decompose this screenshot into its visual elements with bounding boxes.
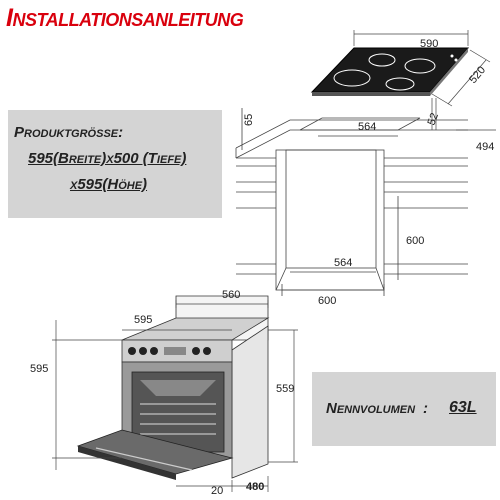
- hob-illustration: [310, 47, 470, 96]
- counter-depth-label: 494: [476, 141, 494, 153]
- product-size-line2: x595(Höhe): [70, 176, 148, 193]
- gap-label: 65: [243, 114, 255, 126]
- volume-value: 63L: [449, 399, 477, 416]
- volume-colon: :: [423, 400, 428, 417]
- oven-depth-label: 560: [222, 289, 240, 301]
- product-size-panel: [8, 110, 222, 218]
- oven-front-width-label: 595: [134, 314, 152, 326]
- oven-height-label: 595: [30, 363, 48, 375]
- hob-width-label: 590: [420, 38, 438, 50]
- page-title: Installationsanleitung: [6, 4, 244, 32]
- hob-height-label: 52: [426, 111, 441, 127]
- cabinet-inner-width-label: 564: [334, 257, 352, 269]
- cutout-width-label: 564: [358, 121, 376, 133]
- oven-illustration: [76, 295, 270, 480]
- volume-panel: [312, 372, 496, 446]
- hob-depth-label: 520: [467, 64, 488, 86]
- cabinet-outer-width-label: 600: [318, 295, 336, 307]
- oven-body-height-label: 559: [276, 383, 294, 395]
- volume-label: Nennvolumen: [326, 400, 416, 417]
- base-depth-label: 480: [246, 481, 264, 493]
- cabinet-illustration: [235, 108, 496, 296]
- cabinet-height-label: 600: [406, 235, 424, 247]
- product-size-label: Produktgröße:: [14, 124, 124, 141]
- product-size-line1: 595(Breite)x500 (Tiefe): [28, 150, 187, 167]
- door-offset-label: 20: [211, 485, 223, 497]
